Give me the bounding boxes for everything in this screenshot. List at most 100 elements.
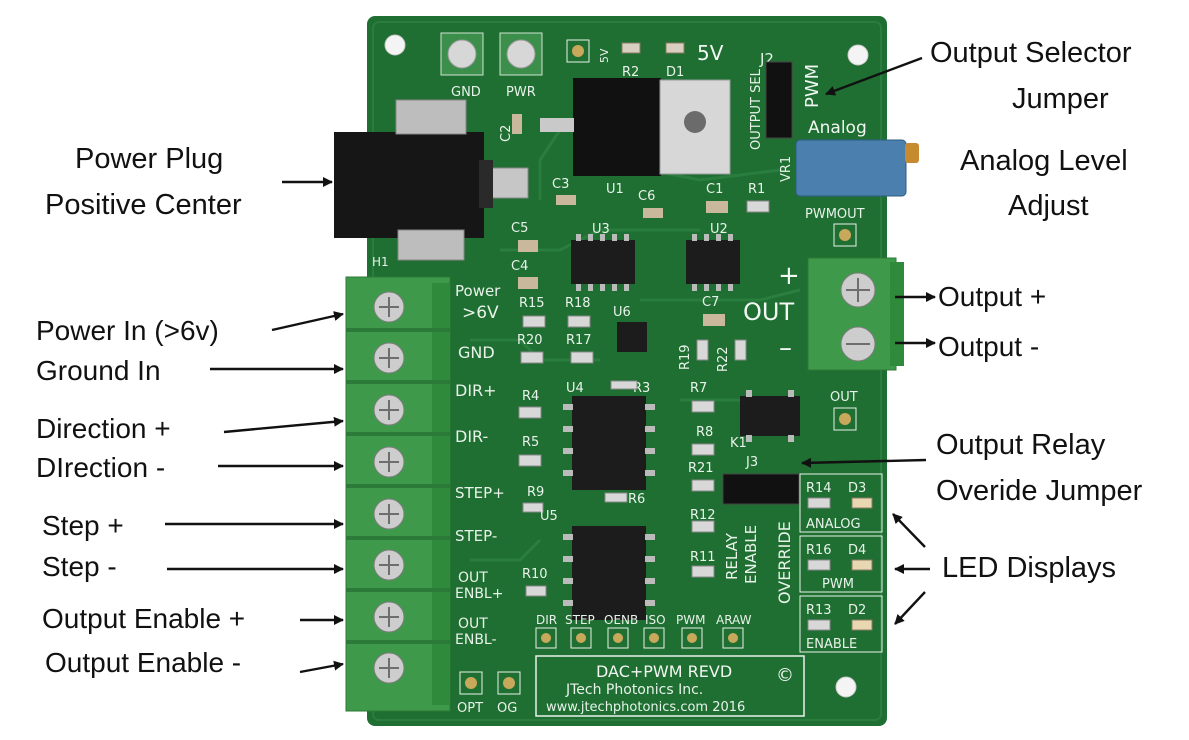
silk-gnd-terminal: GND (458, 343, 495, 362)
silk-out-small: OUT (830, 390, 858, 405)
callout-direction-plus: Direction + (36, 413, 171, 444)
silk-step-plus: STEP+ (455, 484, 505, 502)
ic-u4 (572, 396, 646, 490)
ic-u3 (571, 240, 635, 284)
silk-pwm: PWM (802, 64, 823, 108)
silk-c4: C4 (511, 259, 528, 274)
callout-direction-minus: DIrection - (36, 452, 165, 483)
callout-output-selector-l1: Output Selector (930, 37, 1132, 69)
silk-pwr: PWR (506, 85, 536, 100)
callout-output-enable-minus: Output Enable - (45, 647, 241, 678)
silk-r22: R22 (716, 346, 731, 372)
callout-analog-level-l2: Adjust (1008, 190, 1089, 222)
silk-c5: C5 (511, 221, 528, 236)
silk-k1: K1 (730, 436, 747, 451)
silk-pwmout: PWMOUT (805, 207, 865, 222)
relay-k1 (740, 396, 800, 436)
silk-enable-led: ENABLE (806, 637, 857, 652)
arrow-led-enable (894, 591, 926, 625)
silk-c2: C2 (499, 125, 514, 142)
silk-u2: U2 (710, 222, 728, 237)
callout-output-plus: Output + (938, 281, 1046, 312)
mounting-hole (847, 44, 869, 66)
power-jack (334, 132, 484, 238)
silk-step-minus: STEP- (455, 527, 497, 545)
ic-u6 (617, 322, 647, 352)
board-website: www.jtechphotonics.com 2016 (546, 700, 745, 715)
silk-relay: RELAY (723, 532, 741, 580)
callout-led-displays: LED Displays (942, 552, 1116, 584)
pwr-pad (506, 39, 536, 69)
board-title: DAC+PWM REVD (596, 662, 732, 681)
silk-hdr-iso: ISO (645, 613, 666, 627)
callout-step-plus: Step + (42, 510, 124, 541)
mounting-hole (835, 676, 857, 698)
callout-power-in: Power In (>6v) (36, 315, 219, 346)
silk-r10: R10 (522, 567, 548, 582)
board-company: JTech Photonics Inc. (565, 682, 703, 698)
silk-j3: J3 (745, 455, 758, 470)
ic-u2 (686, 240, 740, 284)
silk-r6: R6 (628, 492, 645, 507)
silk-r4: R4 (522, 389, 539, 404)
arrow-direction-plus (223, 416, 344, 434)
silk-u5: U5 (540, 509, 558, 524)
silk-plus: + (778, 261, 800, 291)
silk-og: OG (497, 701, 517, 716)
silk-hdr-step: STEP (565, 613, 595, 627)
silk-d1: D1 (666, 65, 684, 80)
silk-r13: R13 (806, 603, 832, 618)
arrow-power-in (271, 311, 344, 332)
voltage-regulator (573, 78, 661, 176)
silk-opt: OPT (457, 701, 483, 716)
silk-d4: D4 (848, 543, 866, 558)
silk-vr1: VR1 (779, 156, 794, 182)
silk-r1: R1 (748, 182, 765, 197)
silk-pwm-led: PWM (822, 577, 854, 592)
silk-r7: R7 (690, 381, 707, 396)
silk-c7: C7 (702, 295, 719, 310)
silk-r19: R19 (678, 344, 693, 370)
silk-5v: 5V (697, 41, 724, 65)
silk-out-enbl-plus-l1: OUT (458, 570, 488, 586)
callout-power-plug-l1: Power Plug (75, 143, 223, 175)
led-analog (851, 497, 873, 509)
silk-r18: R18 (565, 296, 591, 311)
silk-hdr-dir: DIR (536, 613, 557, 627)
silk-d3: D3 (848, 481, 866, 496)
led-pwm (851, 559, 873, 571)
silk-r12: R12 (690, 508, 716, 523)
silk-r17: R17 (566, 333, 592, 348)
silk-h1: H1 (372, 255, 389, 269)
silk-copyright: © (776, 665, 794, 686)
silk-dir-plus: DIR+ (455, 381, 497, 400)
silk-power: Power (455, 282, 501, 300)
callout-output-relay-l1: Output Relay (936, 429, 1106, 461)
callout-ground-in: Ground In (36, 355, 161, 386)
silk-r2: R2 (622, 65, 639, 80)
silk-c6: C6 (638, 189, 655, 204)
output-selector-jumper (765, 61, 793, 139)
silk-c3: C3 (552, 177, 569, 192)
silk-r11: R11 (690, 550, 716, 565)
output-relay-override-jumper (722, 473, 800, 505)
arrow-output-selector (825, 56, 923, 96)
silk-enable: ENABLE (742, 525, 760, 584)
arrow-output-relay (801, 457, 927, 468)
callout-output-selector-l2: Jumper (1012, 83, 1109, 115)
callout-power-plug-l2: Positive Center (45, 189, 242, 221)
silk-6v: >6V (462, 303, 499, 323)
silk-u3: U3 (592, 222, 610, 237)
silk-r8: R8 (696, 425, 713, 440)
silk-out-enbl-plus-l2: ENBL+ (455, 586, 503, 602)
callout-output-minus: Output - (938, 331, 1039, 362)
silk-out-enbl-minus-l2: ENBL- (455, 632, 497, 648)
silk-analog: Analog (808, 118, 867, 138)
silk-minus: – (779, 333, 792, 363)
silk-hdr-pwm: PWM (676, 613, 705, 627)
ic-u5 (572, 526, 646, 620)
silk-r5: R5 (522, 435, 539, 450)
silk-out: OUT (743, 298, 794, 326)
